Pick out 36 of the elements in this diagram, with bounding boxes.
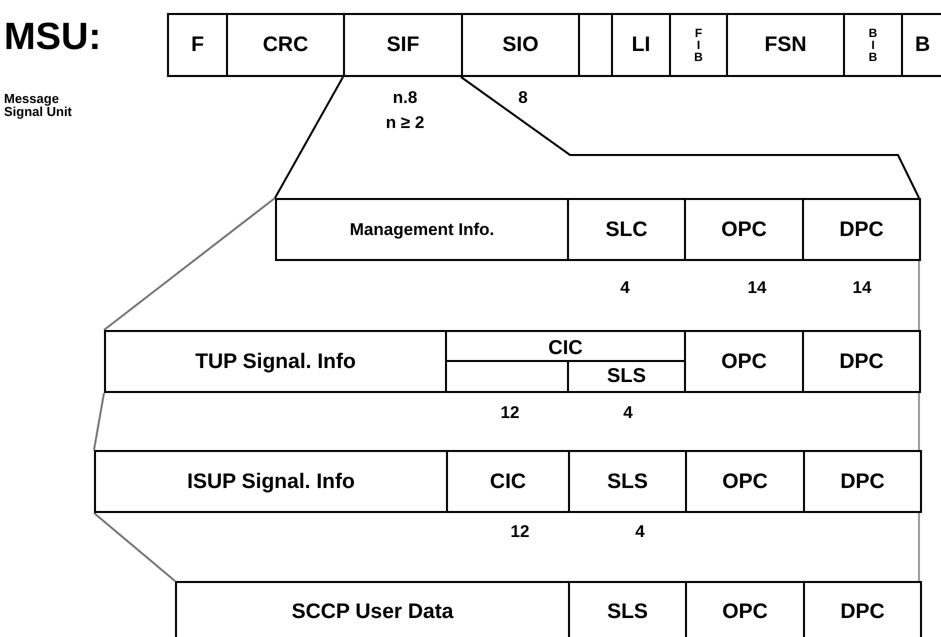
title: MSU:	[4, 18, 102, 56]
bit-length: 4	[623, 404, 633, 421]
packet-field: SIF	[343, 13, 463, 77]
packet-field: SIO	[461, 13, 580, 77]
packet-field: LI	[611, 13, 671, 77]
packet-field: SLS	[568, 450, 687, 513]
packet-field: OPC	[684, 330, 804, 393]
packet-field: F I B	[669, 13, 728, 77]
packet-field: CRC	[226, 13, 345, 77]
packet-field: ISUP Signal. Info	[94, 450, 448, 513]
bit-length: 4	[620, 279, 630, 296]
bit-length: 8	[518, 89, 528, 106]
packet-field: CIC	[446, 450, 570, 513]
bit-length: 4	[635, 523, 645, 540]
packet-field: SCCP User Data	[175, 581, 570, 637]
packet-field: DPC	[802, 330, 921, 393]
packet-field: DPC	[803, 450, 922, 513]
packet-field: Management Info.	[275, 198, 569, 261]
empty-field	[578, 13, 613, 77]
packet-field: TUP Signal. Info	[104, 330, 447, 393]
bit-length: 14	[748, 279, 766, 296]
packet-field: B	[901, 13, 941, 77]
bit-length: n ≥ 2	[386, 114, 424, 131]
bit-length: 12	[510, 523, 530, 540]
bit-length: 14	[852, 279, 872, 296]
packet-field: DPC	[803, 581, 922, 637]
packet-field: SLC	[567, 198, 686, 261]
bit-length: 12	[500, 404, 520, 421]
bit-length: n.8	[392, 89, 418, 106]
packet-field: OPC	[685, 450, 805, 513]
packet-field: DPC	[802, 198, 921, 261]
packet-field: OPC	[684, 198, 804, 261]
subtitle: Message Signal Unit	[4, 92, 73, 118]
packet-field: B I B	[843, 13, 903, 77]
packet-field: FSN	[726, 13, 845, 77]
packet-field: F	[167, 13, 228, 77]
